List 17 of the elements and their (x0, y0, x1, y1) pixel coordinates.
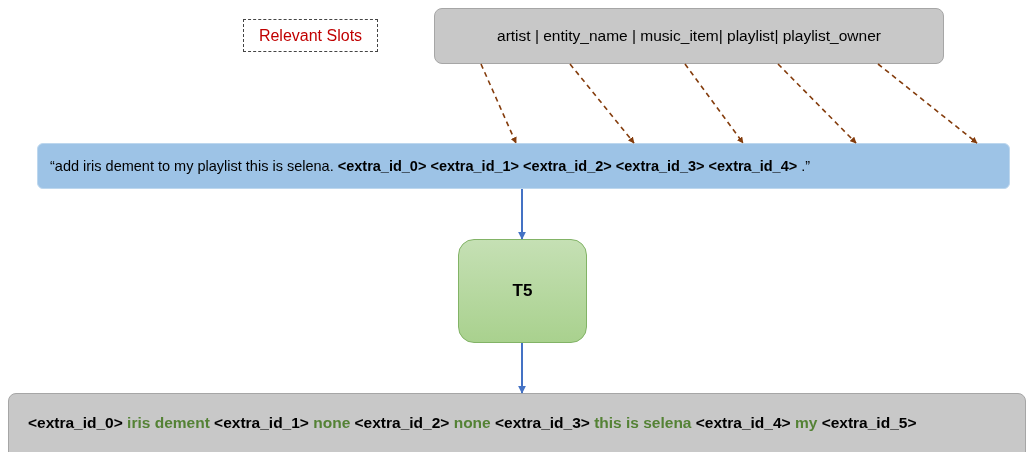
dashed-arrow (684, 63, 744, 144)
slots-heading-box (243, 19, 378, 52)
model-box (458, 239, 587, 343)
node-text: <extra_id_0> iris dement <extra_id_1> none <extra_id_2> none <extra_id_3> this is selena <extra_id_4> my <extra_id_5> (28, 414, 917, 432)
node-text: “add iris dement to my playlist this is selena. <extra_id_0> <extra_id_1> <extra_id_2> <extra_id_3> <extra_id_4> .” (50, 158, 811, 174)
output-sequence-box (8, 393, 1026, 452)
node-text: artist | entity_name | music_item| playlist| playlist_owner (497, 27, 881, 45)
input-prompt-box (37, 143, 1010, 189)
dashed-arrow (877, 63, 978, 144)
dashed-arrow (777, 63, 857, 144)
arrow (518, 188, 526, 240)
slot-list-box (434, 8, 944, 64)
arrow (518, 342, 526, 394)
model-name: T5 (512, 281, 533, 301)
dashed-arrow (480, 63, 517, 144)
node-text: Relevant Slots (258, 26, 363, 45)
dashed-arrow (569, 63, 635, 144)
